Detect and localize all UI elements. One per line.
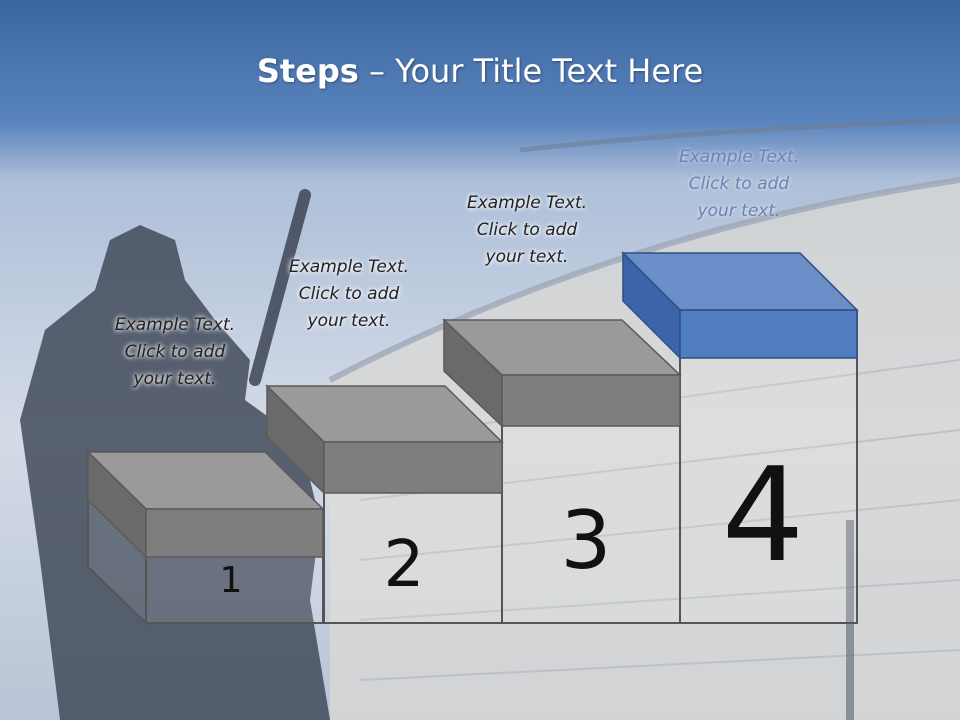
step-caption-4[interactable]: Example Text. Click to add your text. <box>654 144 824 225</box>
caption-line: Click to add <box>688 174 790 194</box>
title-rest: – Your Title Text Here <box>358 52 704 90</box>
block-front-face <box>145 508 324 558</box>
caption-line: your text. <box>697 201 781 221</box>
step-number-2: 2 <box>384 528 425 602</box>
step-block-1 <box>86 450 325 559</box>
step-number-4: 4 <box>722 439 805 591</box>
caption-line: Click to add <box>124 342 226 362</box>
step-number-1: 1 <box>220 560 243 601</box>
block-front-face <box>679 309 858 359</box>
step-block-2 <box>265 384 504 495</box>
step-caption-1[interactable]: Example Text. Click to add your text. <box>90 312 260 393</box>
title-bold: Steps <box>256 52 359 90</box>
block-front-face <box>501 374 681 427</box>
caption-line: Example Text. <box>678 147 800 167</box>
step-caption-2[interactable]: Example Text. Click to add your text. <box>264 254 434 335</box>
caption-line: your text. <box>485 247 569 267</box>
step-column-4 <box>679 310 858 624</box>
step-block-3 <box>442 318 682 428</box>
block-front-face <box>323 441 503 494</box>
caption-line: Click to add <box>298 284 400 304</box>
caption-line: Click to add <box>476 220 578 240</box>
caption-line: your text. <box>133 369 217 389</box>
caption-line: Example Text. <box>114 315 236 335</box>
step-caption-3[interactable]: Example Text. Click to add your text. <box>442 190 612 271</box>
caption-line: your text. <box>307 311 391 331</box>
slide-title[interactable]: Steps – Your Title Text Here <box>0 52 960 90</box>
caption-line: Example Text. <box>288 257 410 277</box>
caption-line: Example Text. <box>466 193 588 213</box>
step-number-3: 3 <box>561 494 612 587</box>
step-block-4 <box>621 251 859 360</box>
